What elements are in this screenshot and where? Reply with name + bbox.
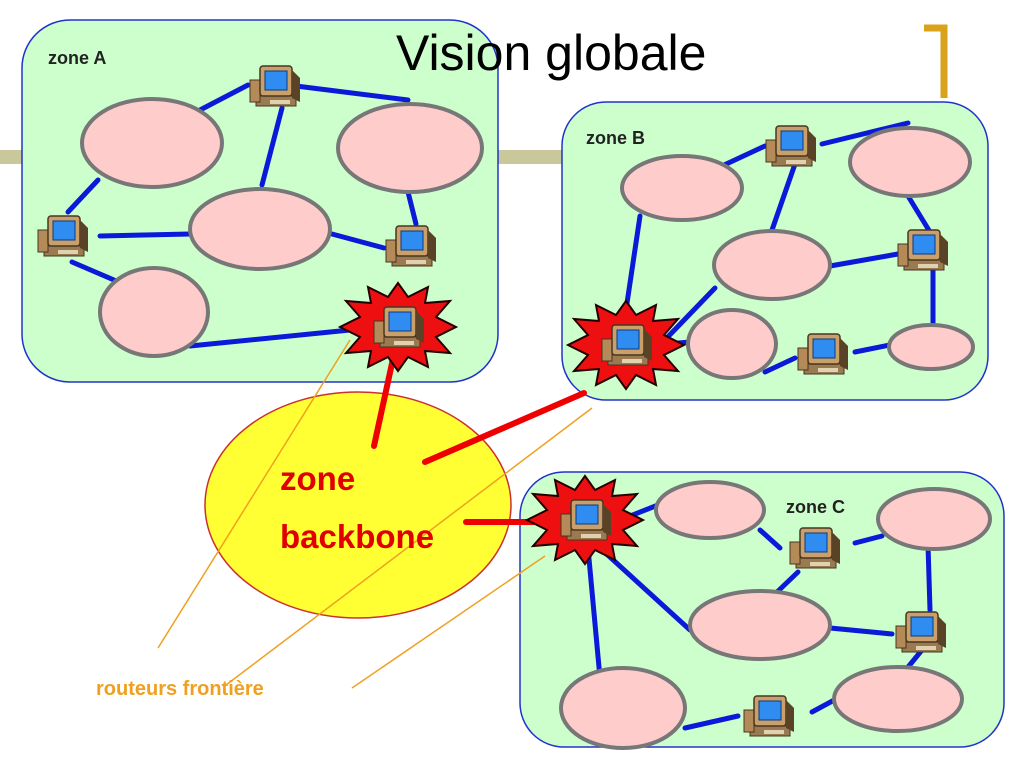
zone-a-label: zone A (48, 48, 107, 68)
zone-b-networks (620, 126, 975, 380)
zone-c-label: zone C (786, 497, 846, 517)
backbone-label-line1: zone (280, 460, 356, 497)
backbone-zone (204, 391, 512, 619)
router-burst-icon (337, 281, 459, 373)
zone-b-label: zone B (586, 128, 646, 148)
border-router-pointers (157, 339, 593, 689)
router-burst-icon (524, 474, 646, 566)
accent-bar-middle (498, 150, 562, 164)
zone-a-links (65, 82, 419, 349)
accent-bar-left (0, 150, 22, 164)
title-bracket (924, 24, 948, 98)
slide-title: Vision globale (396, 25, 707, 81)
border-routers-label: routeurs frontière (96, 678, 264, 700)
zone-c-networks (559, 480, 992, 750)
router-burst-icon (565, 299, 687, 391)
zone-a-networks (80, 97, 484, 358)
backbone-label-line2: backbone (280, 518, 435, 555)
